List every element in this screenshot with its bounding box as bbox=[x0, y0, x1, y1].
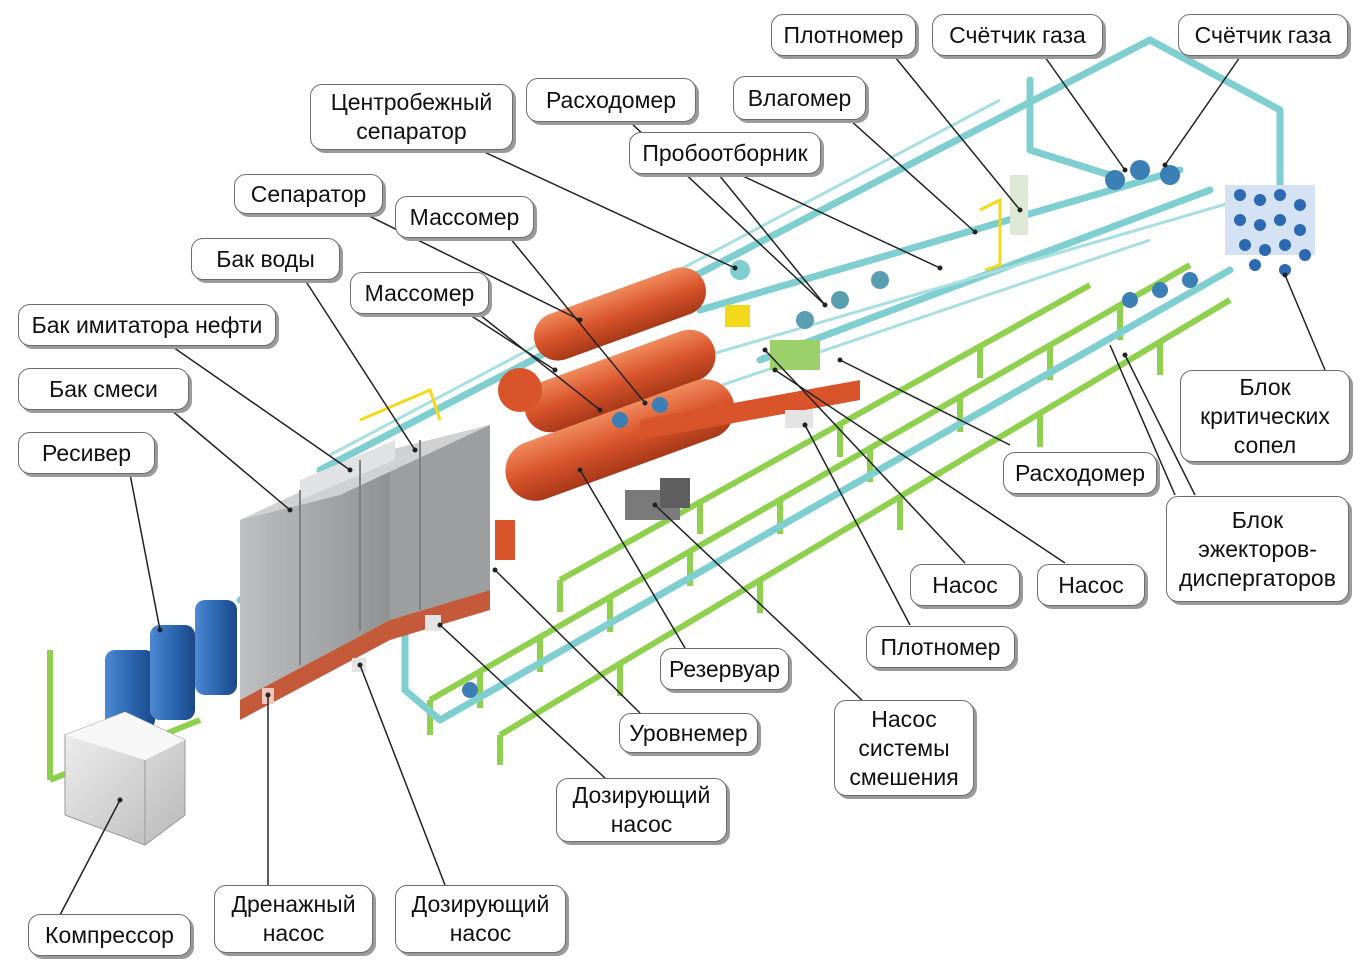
label-mass-meter-1: Массомер bbox=[395, 196, 534, 238]
label-oil-simulator-tank: Бак имитатора нефти bbox=[18, 304, 276, 346]
leader-arrows bbox=[117, 162, 1288, 803]
label-gas-meter-1: Счётчик газа bbox=[932, 14, 1103, 56]
label-gas-meter-2: Счётчик газа bbox=[1178, 14, 1348, 56]
label-plotnomer-bottom: Плотномер bbox=[866, 626, 1015, 668]
label-dosing-pump-1: Дозирующий насос bbox=[556, 778, 727, 842]
label-moisture-meter: Влагомер bbox=[733, 76, 866, 120]
tanks-block bbox=[240, 425, 490, 720]
label-dosing-pump-2: Дозирующий насос bbox=[395, 885, 566, 953]
label-sampler: Пробоотборник bbox=[629, 132, 821, 174]
label-pump-2: Насос bbox=[1037, 564, 1145, 606]
support-frame bbox=[427, 262, 1232, 765]
instruments bbox=[262, 160, 1198, 704]
label-critical-nozzle-block: Блок критических сопел bbox=[1180, 370, 1350, 462]
label-mixing-pump: Насос системы смешения bbox=[834, 700, 974, 796]
compressor-unit bbox=[64, 711, 186, 846]
label-flowmeter-right: Расходомер bbox=[1003, 452, 1157, 494]
separators bbox=[495, 267, 860, 560]
label-reservoir: Резервуар bbox=[660, 648, 789, 690]
label-mixture-tank: Бак смеси bbox=[18, 368, 189, 410]
label-level-gauge: Уровнемер bbox=[619, 713, 758, 753]
label-separator: Сепаратор bbox=[234, 174, 383, 214]
nozzle-block bbox=[1225, 185, 1315, 276]
label-water-tank: Бак воды bbox=[191, 238, 340, 280]
label-compressor: Компрессор bbox=[28, 914, 191, 956]
label-pump-1: Насос bbox=[910, 564, 1020, 606]
label-plotnomer-top: Плотномер bbox=[771, 14, 916, 56]
label-receiver: Ресивер bbox=[18, 432, 155, 474]
label-mass-meter-2: Массомер bbox=[350, 272, 489, 314]
label-ejector-block: Блок эжекторов- диспергаторов bbox=[1166, 496, 1349, 602]
label-drainage-pump: Дренажный насос bbox=[214, 885, 373, 953]
label-flowmeter-top: Расходомер bbox=[526, 78, 696, 122]
label-centrifugal-separator: Центробежный сепаратор bbox=[310, 84, 513, 150]
